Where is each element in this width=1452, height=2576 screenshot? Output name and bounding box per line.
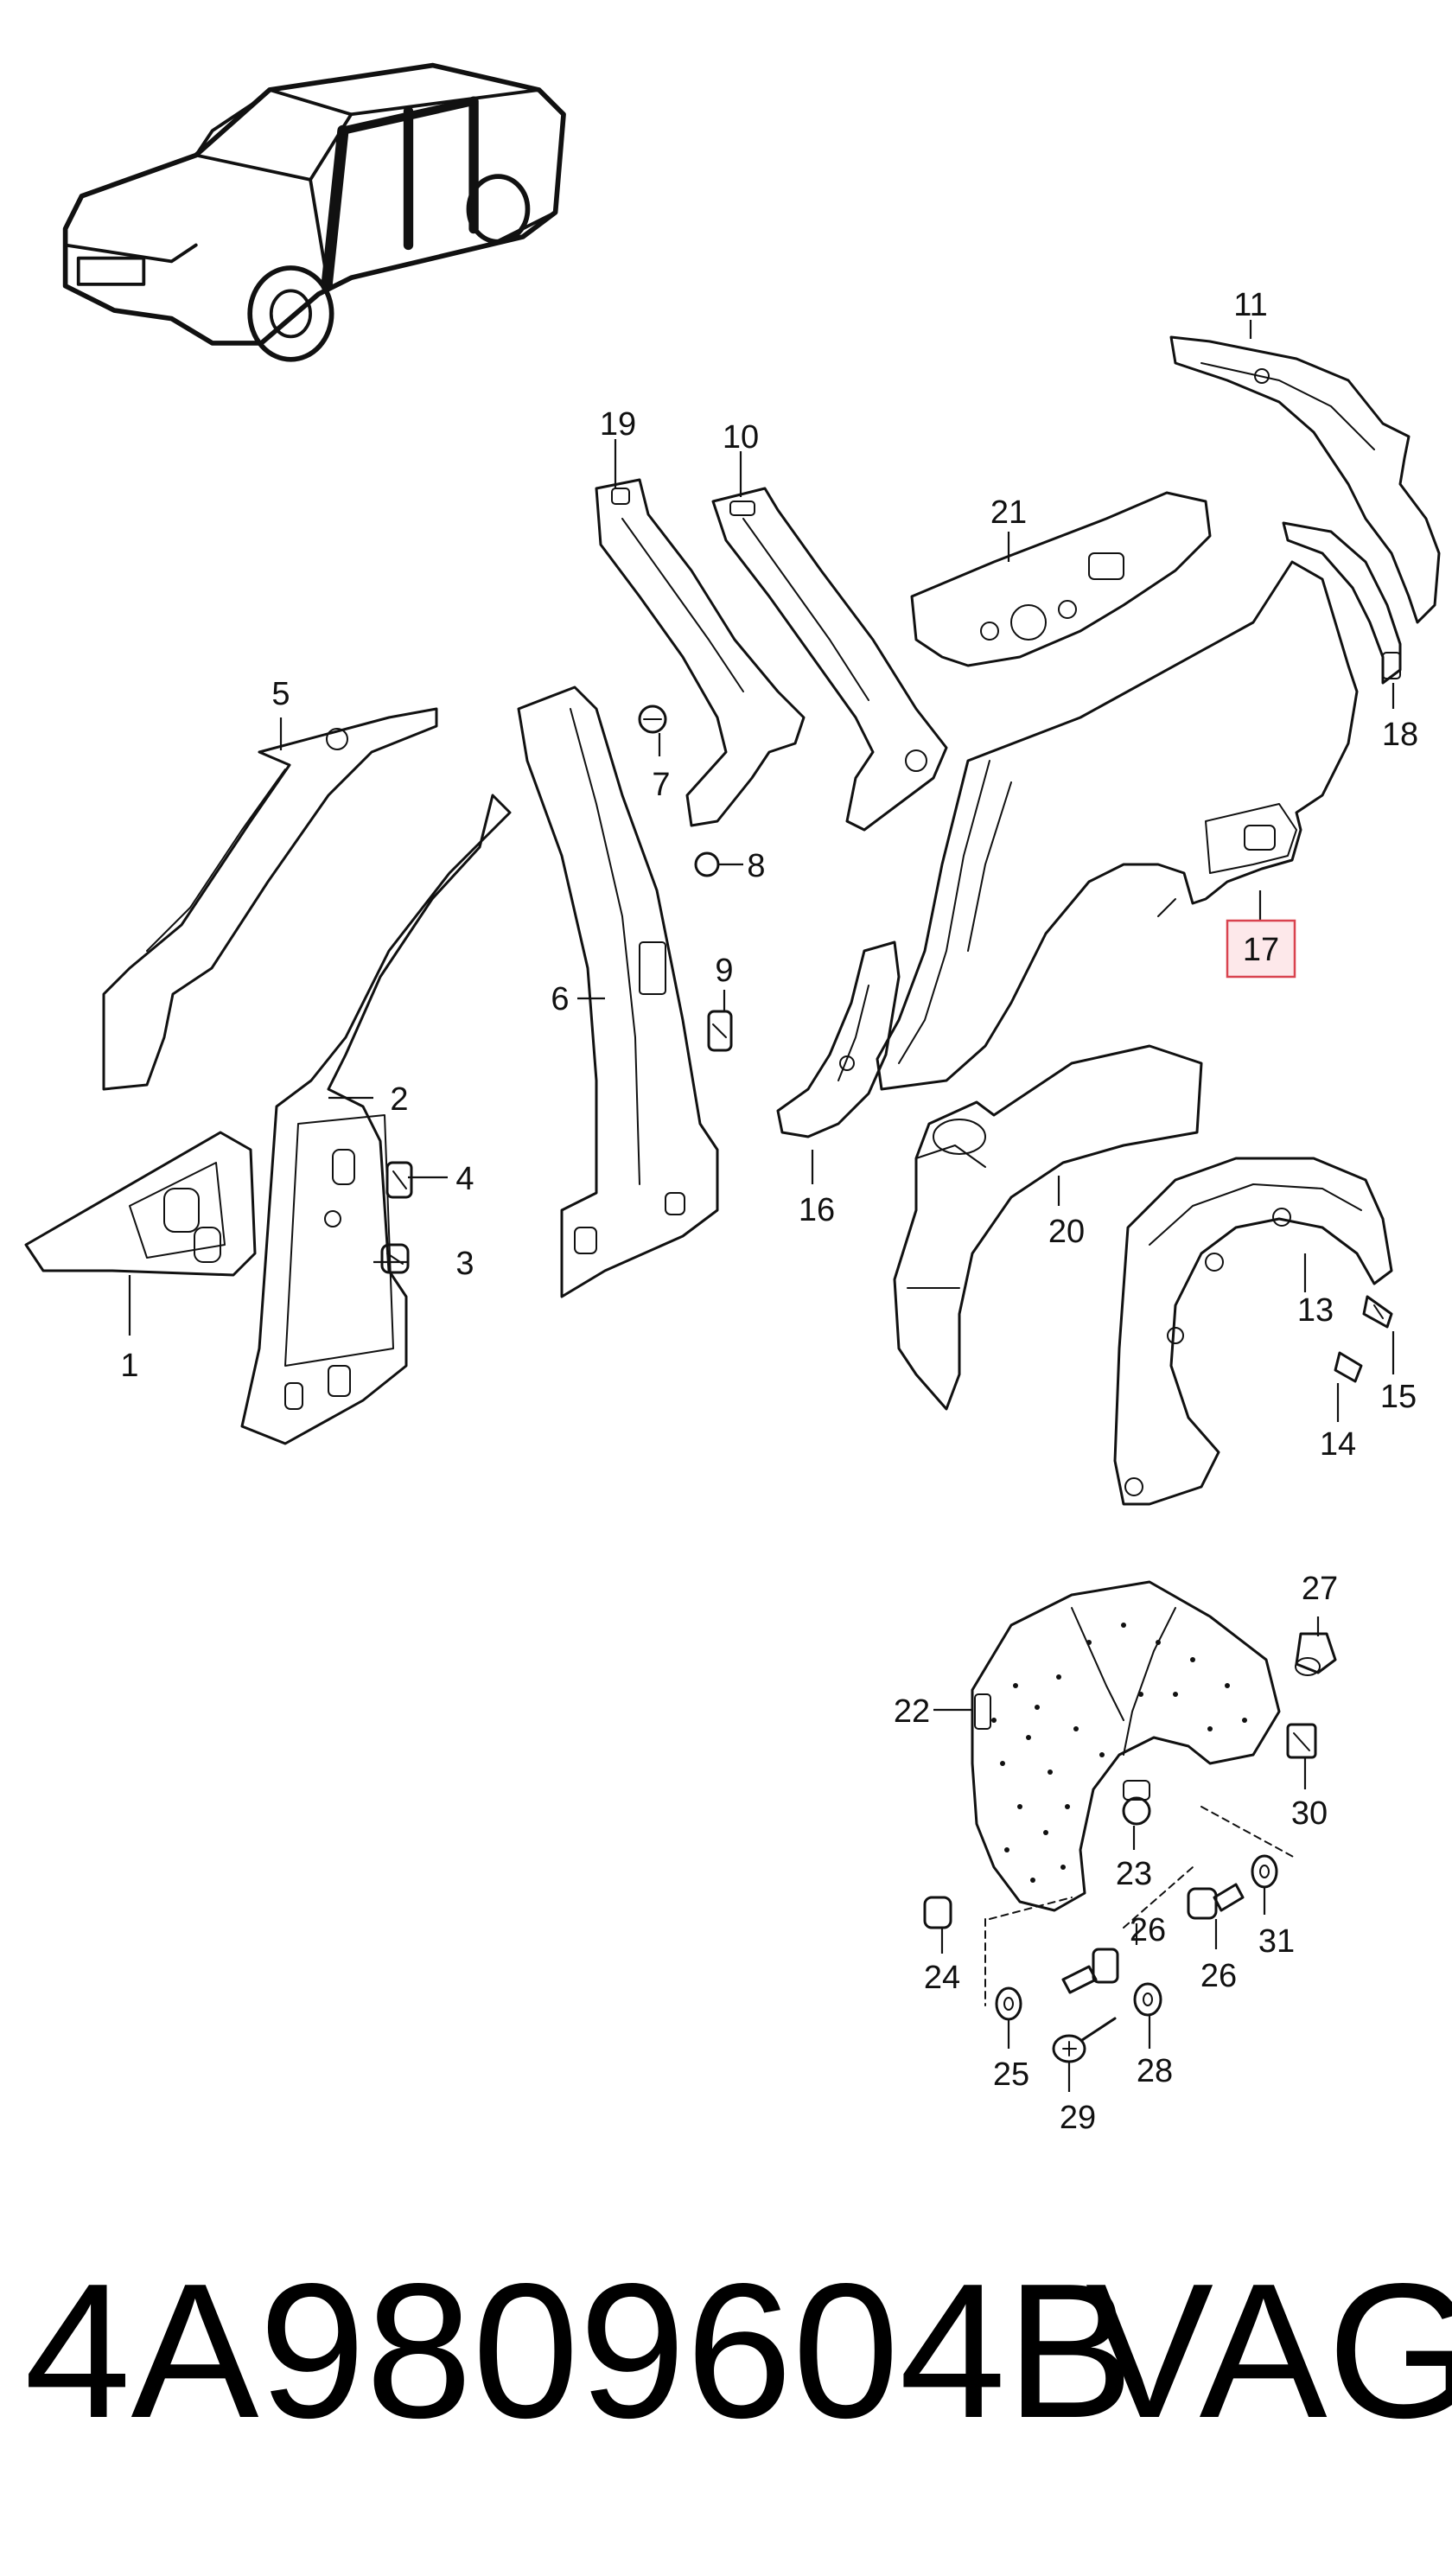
part-22-illustration [971, 1580, 1281, 1912]
part-29-screw-illustration [1052, 2017, 1117, 2063]
part-10-illustration [711, 487, 948, 832]
parts-line-art [24, 335, 1441, 2063]
callout-26a: 26 [1130, 1912, 1166, 1948]
callout-6: 6 [551, 981, 569, 1017]
part-8-nut-illustration [694, 851, 720, 877]
callout-21: 21 [990, 494, 1027, 531]
part-26a-screw-illustration [1061, 1948, 1119, 1994]
part-13-illustration [1113, 1157, 1393, 1506]
callout-29: 29 [1060, 2100, 1096, 2136]
callout-2: 2 [390, 1081, 408, 1118]
part-24-nut-illustration [923, 1896, 952, 1929]
callout-18: 18 [1382, 717, 1418, 753]
callout-7: 7 [652, 767, 670, 803]
part-30-clip-illustration [1286, 1723, 1317, 1759]
highlight-box-17 [1226, 919, 1296, 979]
part-17-illustration [876, 560, 1359, 1091]
part-23-nut-illustration [1122, 1780, 1151, 1826]
part-28-washer-illustration [1133, 1982, 1162, 2017]
callout-4: 4 [455, 1161, 474, 1197]
callout-22: 22 [894, 1693, 930, 1730]
part-26b-screw-illustration [1187, 1883, 1245, 1920]
callout-17: 17 [1243, 932, 1279, 968]
brand-name: VAG [1086, 2244, 1452, 2458]
callout-10: 10 [723, 419, 759, 456]
callout-31: 31 [1258, 1923, 1295, 1960]
part-18-illustration [1282, 521, 1402, 685]
part-4-nut-illustration [385, 1161, 413, 1199]
callout-1: 1 [120, 1348, 138, 1384]
part-2-illustration [240, 794, 512, 1445]
callout-30: 30 [1291, 1795, 1328, 1832]
callout-5: 5 [271, 676, 290, 712]
part-21-illustration [910, 491, 1212, 667]
callout-11: 11 [1233, 287, 1267, 323]
part-5-illustration [102, 707, 438, 1091]
callout-23: 23 [1116, 1856, 1152, 1892]
callout-labels: 1 2 3 4 5 6 7 8 9 10 11 13 14 15 16 17 1… [120, 287, 1418, 2136]
part-7-nut-illustration [638, 705, 667, 734]
part-14-bolt-illustration [1334, 1351, 1363, 1383]
part-number: 4A9809604B [24, 2244, 1134, 2458]
callout-28: 28 [1137, 2053, 1173, 2089]
callout-16: 16 [799, 1192, 835, 1228]
callout-14: 14 [1320, 1426, 1356, 1463]
callout-15: 15 [1380, 1379, 1417, 1415]
part-9-clip-illustration [707, 1010, 733, 1052]
leader-lines [128, 320, 1395, 2092]
part-3-nut-illustration [380, 1243, 410, 1274]
part-6-illustration [517, 685, 719, 1298]
part-31-washer-illustration [1251, 1854, 1278, 1889]
callout-20: 20 [1048, 1214, 1085, 1250]
callout-24: 24 [924, 1960, 960, 1996]
callout-3: 3 [455, 1246, 474, 1282]
part-25-washer-illustration [995, 1986, 1022, 2021]
foam-texture-dots [991, 1623, 1247, 1883]
callout-19: 19 [600, 406, 636, 443]
part-19-illustration [595, 478, 806, 827]
part-1-illustration [24, 1131, 257, 1277]
part-16-illustration [776, 940, 901, 1138]
callout-26b: 26 [1200, 1958, 1237, 1994]
callout-13: 13 [1297, 1292, 1334, 1329]
callout-25: 25 [993, 2056, 1029, 2093]
footer: 4A9809604B VAG [0, 2239, 1452, 2464]
part-20-illustration [893, 1044, 1203, 1411]
callout-27: 27 [1302, 1571, 1338, 1607]
part-11-illustration [1169, 335, 1441, 624]
part-15-bolt-illustration [1362, 1295, 1393, 1329]
callout-9: 9 [715, 953, 733, 989]
callout-8: 8 [747, 848, 765, 884]
part-27-clip-illustration [1295, 1632, 1337, 1676]
car-overview-illustration [62, 62, 566, 362]
